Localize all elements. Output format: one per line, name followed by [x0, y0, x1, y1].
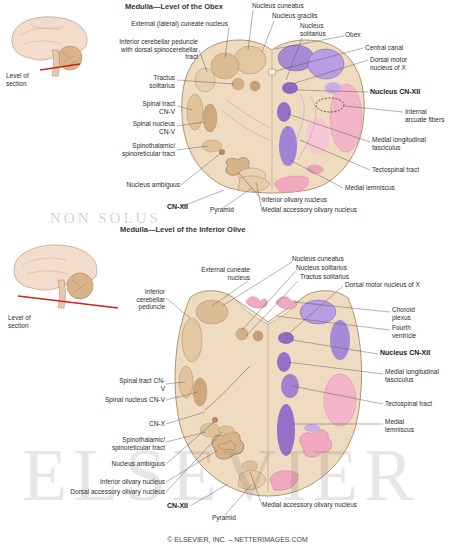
sagittal-thumbnail — [14, 245, 118, 308]
structure-label: Medial lemniscus — [345, 184, 415, 192]
nerve-label: CN-XII — [160, 203, 188, 211]
structure-label: Level of section — [6, 72, 38, 87]
nerve-label: Nucleus CN-XII — [380, 349, 450, 357]
structure-label: Pyramid — [210, 206, 250, 214]
structure-label: Medial accessory olivary nucleus — [262, 206, 382, 214]
structure-label: Tractus solitarius — [300, 273, 370, 281]
structure-label: Dorsal motor nucleus of X — [370, 56, 425, 71]
structure-label: Nucleus cuneatus — [292, 255, 362, 263]
structure-label: Nucleus cuneatus — [252, 2, 322, 10]
structure-label: Inferior cerebellar peduncle — [115, 288, 165, 311]
medulla-section-obex — [182, 40, 364, 193]
structure-label: Tractus solitarius — [130, 74, 175, 89]
watermark: ELSEVIER — [22, 436, 462, 514]
structure-label: Spinal nucleus CN-V — [90, 396, 165, 404]
structure-label: Medial longitudinal fasciculus — [372, 136, 432, 151]
structure-label: Central canal — [365, 44, 425, 52]
structure-label: Level of section — [8, 314, 42, 329]
structure-label: Spinal tract CN-V — [130, 100, 175, 115]
copyright-note: © ELSEVIER, INC. – NETTERIMAGES.COM — [100, 536, 375, 544]
structure-label: Internal arcuate fibers — [405, 108, 450, 123]
section-heading: Medulla—Level of the Inferior Olive — [120, 226, 340, 234]
structure-label: Nucleus ambiguus — [115, 181, 180, 189]
structure-label: Nucleus solitarius — [296, 264, 366, 272]
structure-label: Inferior cerebellar peduncle with dorsal… — [118, 38, 198, 61]
structure-label: Medial lemniscus — [385, 418, 430, 433]
structure-label: Dorsal motor nucleus of X — [345, 281, 445, 289]
structure-label: Nucleus solitarius — [300, 22, 336, 37]
structure-label: Obex — [345, 31, 375, 39]
structure-label: Fourth ventricle — [392, 324, 427, 339]
nerve-label: Nucleus CN-XII — [370, 88, 440, 96]
structure-label: External cuneate nucleus — [190, 266, 250, 281]
structure-label: External (lateral) cuneate nucleus — [128, 20, 228, 28]
structure-label: Tectospinal tract — [372, 166, 442, 174]
watermark-motto: NON SOLUS — [50, 210, 190, 226]
structure-label: Nucleus gracilis — [272, 12, 342, 20]
structure-label: Inferior olivary nucleus — [262, 196, 352, 204]
structure-label: Spinal tract CN-V — [115, 377, 165, 392]
structure-label: CN-X — [135, 420, 165, 428]
structure-label: Choroid plexus — [392, 306, 427, 321]
sagittal-thumbnail — [12, 17, 87, 76]
structure-label: Pyramid — [212, 514, 252, 522]
structure-label: Medial longitudinal fasciculus — [385, 368, 445, 383]
structure-label: Tectospinal tract — [385, 400, 455, 408]
structure-label: Spinal nucleus CN-V — [125, 120, 175, 135]
structure-label: Spinothalamic/ spinoreticular tract — [110, 142, 175, 157]
